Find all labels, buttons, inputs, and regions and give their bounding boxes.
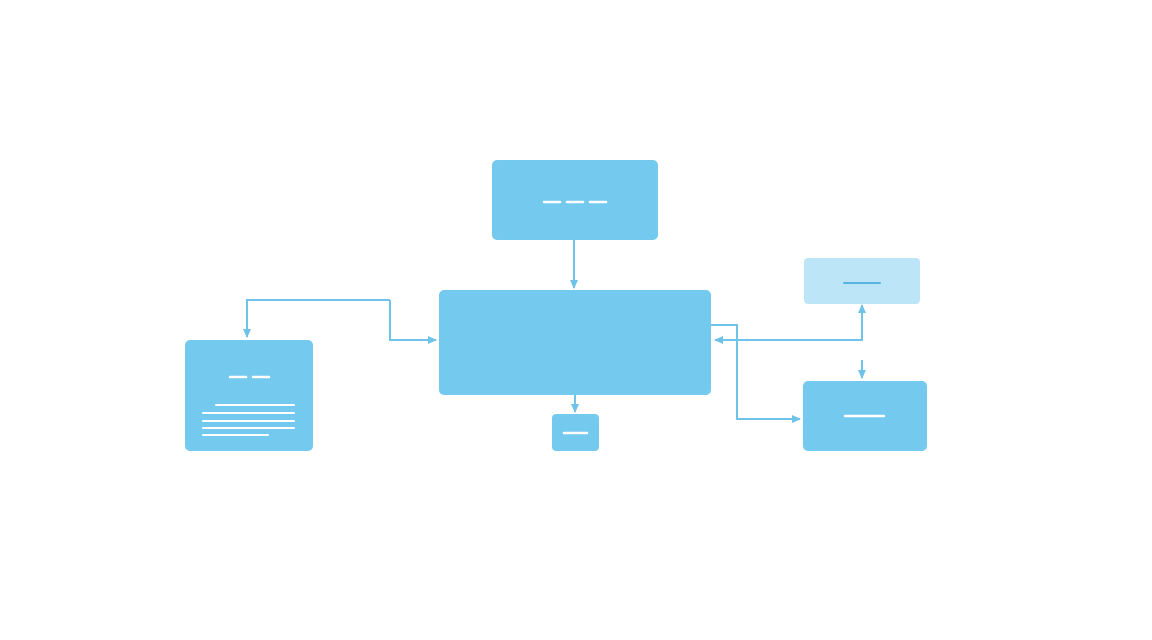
connectors [243, 240, 866, 423]
right-bottom-node[interactable] [803, 381, 927, 451]
edge-central-to-right-light [714, 318, 863, 344]
left-document-node[interactable] [185, 340, 313, 451]
edge-left-to-central [389, 300, 437, 344]
edge-central-to-left [243, 299, 390, 338]
edge-central-to-right-bottom [711, 324, 801, 423]
central-node[interactable] [439, 290, 711, 395]
top-node[interactable] [492, 160, 658, 240]
bottom-small-node[interactable] [552, 414, 599, 451]
right-light-node[interactable] [804, 258, 920, 304]
